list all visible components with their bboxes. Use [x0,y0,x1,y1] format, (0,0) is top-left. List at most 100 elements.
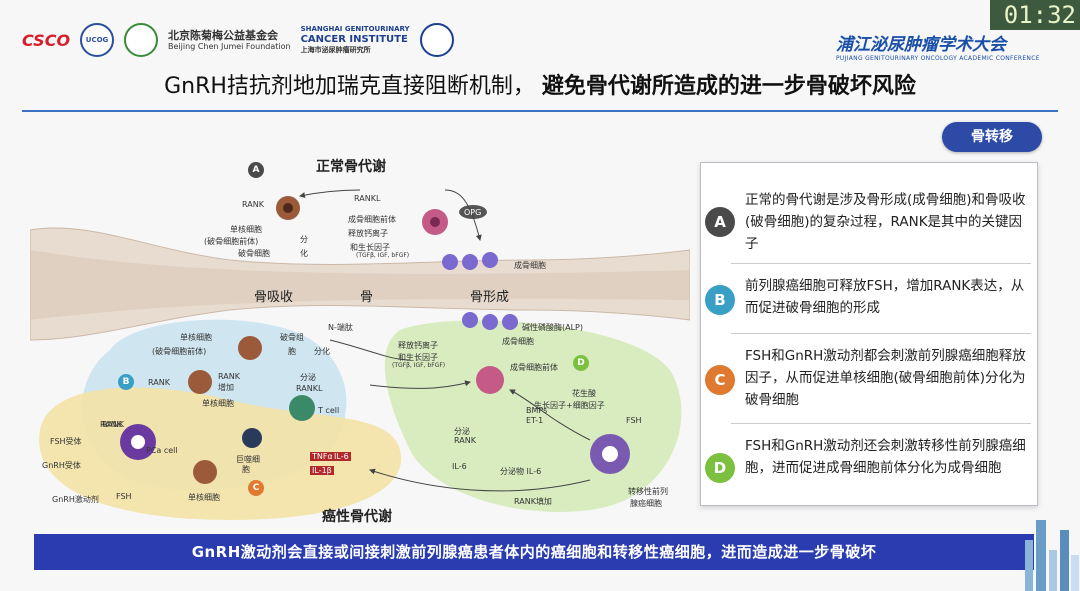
label-growth-mid: 和生长因子 [398,353,438,362]
conference-logo: 浦江泌尿肿瘤学术大会 PUJIANG GENITOURINARY ONCOLOG… [836,35,1040,62]
diagram-svg [29,189,691,520]
label-osteoclast-precursor-b: (破骨细胞前体) [152,347,207,356]
title-divider [22,110,1058,112]
label-secrete-rank: 分泌 [454,427,470,436]
summary-banner: GnRH激动剂会直接或间接刺激前列腺癌患者体内的癌细胞和转移性癌细胞，进而造成进… [34,534,1034,570]
label-osteoblast-top: 成骨细胞 [514,261,546,270]
label-osteoclast-precursor-top: (破骨细胞前体) [204,237,259,246]
label-rank-incr2: 增加 [218,383,234,392]
key-points-panel: A 正常的骨代谢是涉及骨形成(成骨细胞)和骨吸收(破骨细胞)的复杂过程，RANK… [700,162,1038,506]
point-a-text: 正常的骨代谢是涉及骨形成(成骨细胞)和骨吸收(破骨细胞)的复杂过程，RANK是其… [745,192,1026,252]
point-d-text: FSH和GnRH激动剂还会刺激转移性前列腺癌细胞，进而促进成骨细胞前体分化为成骨… [745,438,1026,476]
timer-display: 01:32 [990,0,1080,30]
label-fsh-d: FSH [626,416,642,425]
slide-title: GnRH拮抗剂地加瑞克直接阻断机制， 避免骨代谢所造成的进一步骨破坏风险 [0,68,1080,100]
label-mono-c: 单核细胞 [188,493,220,502]
cancer-metabolism-title: 癌性骨代谢 [322,509,392,525]
marker-a: A [248,162,264,178]
label-secrete: 分泌 [300,373,316,382]
label-release-mid: 释放钙离子 [398,341,438,350]
marker-c: C [248,480,264,496]
label-macrophage: 巨噬细 [236,455,260,464]
label-il6-d: IL-6 [452,462,467,471]
label-il1b: IL-1β [310,466,334,475]
label-metastatic: 转移性前列 [628,487,668,496]
label-metastatic2: 腺癌细胞 [630,499,662,508]
label-gnrh-agonist: GnRH激动剂 [52,495,99,504]
topic-tag: 骨转移 [942,122,1042,152]
bone-metabolism-diagram: A B C D 正常骨代谢 癌性骨代谢 骨吸收 骨 骨形成 RANK RANKL… [29,150,691,530]
label-il6-c: IL-6 [332,452,351,461]
label-macrophage2: 胞 [242,465,250,474]
label-osteoclast-b: 破骨组 [280,333,304,342]
region-c [39,387,402,520]
label-rankl-top: RANKL [354,194,381,203]
label-rank-b2: RANK [100,420,122,429]
label-diff-top: 分 [300,235,308,244]
point-a-badge: A [705,207,735,237]
label-gnrh-receptor: GnRH受体 [42,461,81,470]
label-opg: OPG [464,208,482,217]
label-growth-d: 生长因子+细胞因子 [534,401,605,410]
institute-logo: SHANGHAI GENITOURINARY CANCER INSTITUTE … [300,25,410,55]
normal-metabolism-title: 正常骨代谢 [316,159,386,175]
label-osteoclast-top: 破骨细胞 [238,249,270,258]
label-osteoblast-mid: 成骨细胞 [502,337,534,346]
label-rank-incr: RANK [218,372,240,381]
label-mono-b2: 单核细胞 [202,399,234,408]
institute-seal-icon [419,23,454,57]
label-arachidonic: 花生酸 [572,389,596,398]
title-bold: 避免骨代谢所造成的进一步骨破坏风险 [541,74,916,99]
label-secrete-il6: 分泌物 IL-6 [500,467,542,476]
label-osteoclast-b2: 胞 [288,347,296,356]
csco-logo: CSCO [22,30,71,50]
point-c-text: FSH和GnRH激动剂都会刺激前列腺癌细胞释放因子，从而促进单核细胞(破骨细胞前… [745,348,1026,408]
label-release-top: 释放钙离子 [348,229,388,238]
cell-monocyte-c [193,460,217,484]
cell-opg [459,205,487,219]
cell-osteoclast-precursor-b [238,336,262,360]
point-d-badge: D [705,453,735,483]
label-factors-top: (TGFβ, IGF, bFGF) [356,252,410,259]
point-c: C FSH和GnRH激动剂都会刺激前列腺癌细胞释放因子，从而促进单核细胞(破骨细… [701,343,1037,413]
label-diff-b: 分化 [314,347,330,356]
label-rank-b: RANK [148,378,170,387]
label-tcell: T cell [318,406,340,415]
label-alp: 碱性磷酸酶(ALP) [522,323,583,332]
bone-label: 骨 [360,290,374,305]
label-pca-cell: PCa cell [146,446,178,455]
cell-osteoblast-precursor-mid [476,366,504,394]
cell-tcell [289,395,315,421]
label-rank-top: RANK [242,200,264,209]
point-d: D FSH和GnRH激动剂还会刺激转移性前列腺癌细胞，进而促进成骨细胞前体分化为… [701,433,1037,503]
point-b-badge: B [705,285,735,315]
cell-monocyte-b [188,370,212,394]
label-mono-b: 单核细胞 [180,333,212,342]
label-n-telopeptide: N-端肽 [328,323,353,332]
label-secrete-rank2: RANK [454,436,476,445]
label-fsh-c: FSH [116,492,132,501]
title-normal: GnRH拮抗剂地加瑞克直接阻断机制， [164,74,535,99]
label-growth-top: 和生长因子 [350,243,390,252]
foundation-logo: 北京陈菊梅公益基金会 Beijing Chen Jumei Foundation [168,28,291,51]
point-c-badge: C [705,365,735,395]
label-rank-c: RANK [102,420,124,429]
marker-b: B [118,374,134,390]
ucog-logo: UCOG [80,23,115,57]
label-tnfa: TNFα [310,452,335,461]
label-factors-mid: (TGFβ, IGF, bFGF) [392,362,446,369]
label-diff-top2: 化 [300,249,308,258]
divider-3 [731,423,1031,424]
label-osteoblast-precursor-top: 成骨细胞前体 [348,215,396,224]
point-b-text: 前列腺癌细胞可释放FSH，增加RANK表达，从而促进破骨细胞的形成 [745,278,1025,316]
marker-d: D [573,355,589,371]
city-skyline-icon [1025,520,1079,591]
point-b: B 前列腺癌细胞可释放FSH，增加RANK表达，从而促进破骨细胞的形成 [701,273,1037,323]
divider-2 [731,333,1031,334]
label-bmps: BMPs [526,406,548,415]
point-a: A 正常的骨代谢是涉及骨形成(成骨细胞)和骨吸收(破骨细胞)的复杂过程，RANK… [701,187,1037,257]
cell-macrophage [242,428,262,448]
bone-formation-label: 骨形成 [470,290,510,305]
label-rankl-b: RANKL [296,384,323,393]
header-logos: CSCO UCOG 北京陈菊梅公益基金会 Beijing Chen Jumei … [22,18,454,62]
